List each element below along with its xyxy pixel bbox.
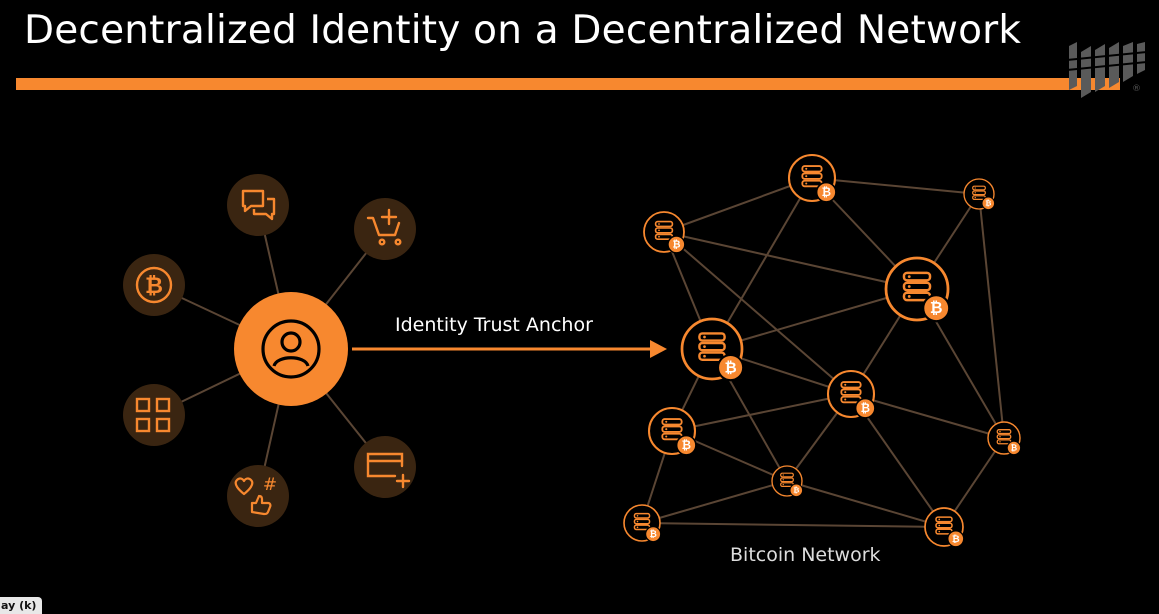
server-node-icon (964, 179, 995, 210)
server-node-icon (649, 408, 696, 455)
trust-anchor-arrow (352, 340, 667, 358)
credit-card-add-icon (354, 436, 416, 498)
title-underline-bar (16, 78, 1120, 90)
slide-title: Decentralized Identity on a Decentralize… (24, 8, 1022, 53)
server-node-icon (624, 505, 661, 542)
registered-mark-icon: ® (1132, 84, 1141, 94)
bitcoin-icon: ₿ (123, 254, 185, 316)
svg-text:₿: ₿ (145, 274, 163, 299)
bitcoin-network-nodes (624, 155, 1021, 547)
company-logo-icon (1067, 42, 1147, 98)
server-node-icon (644, 212, 685, 253)
server-node-icon (772, 466, 803, 497)
add-to-cart-icon (354, 198, 416, 260)
corner-tab[interactable]: ay (k) (0, 597, 42, 614)
svg-text:#: # (263, 475, 277, 495)
server-node-icon (988, 422, 1021, 455)
server-node-icon (789, 155, 836, 202)
server-node-icon (925, 508, 964, 547)
server-node-icon (828, 371, 875, 418)
bitcoin-network-label: Bitcoin Network (730, 544, 881, 566)
social-icon: # (227, 465, 289, 527)
identity-trust-anchor-label: Identity Trust Anchor (395, 314, 593, 336)
user-identity-hub-icon (234, 292, 348, 406)
server-node-icon (886, 258, 949, 321)
server-node-icon (682, 319, 743, 380)
apps-grid-icon (123, 384, 185, 446)
chat-icon (227, 174, 289, 236)
